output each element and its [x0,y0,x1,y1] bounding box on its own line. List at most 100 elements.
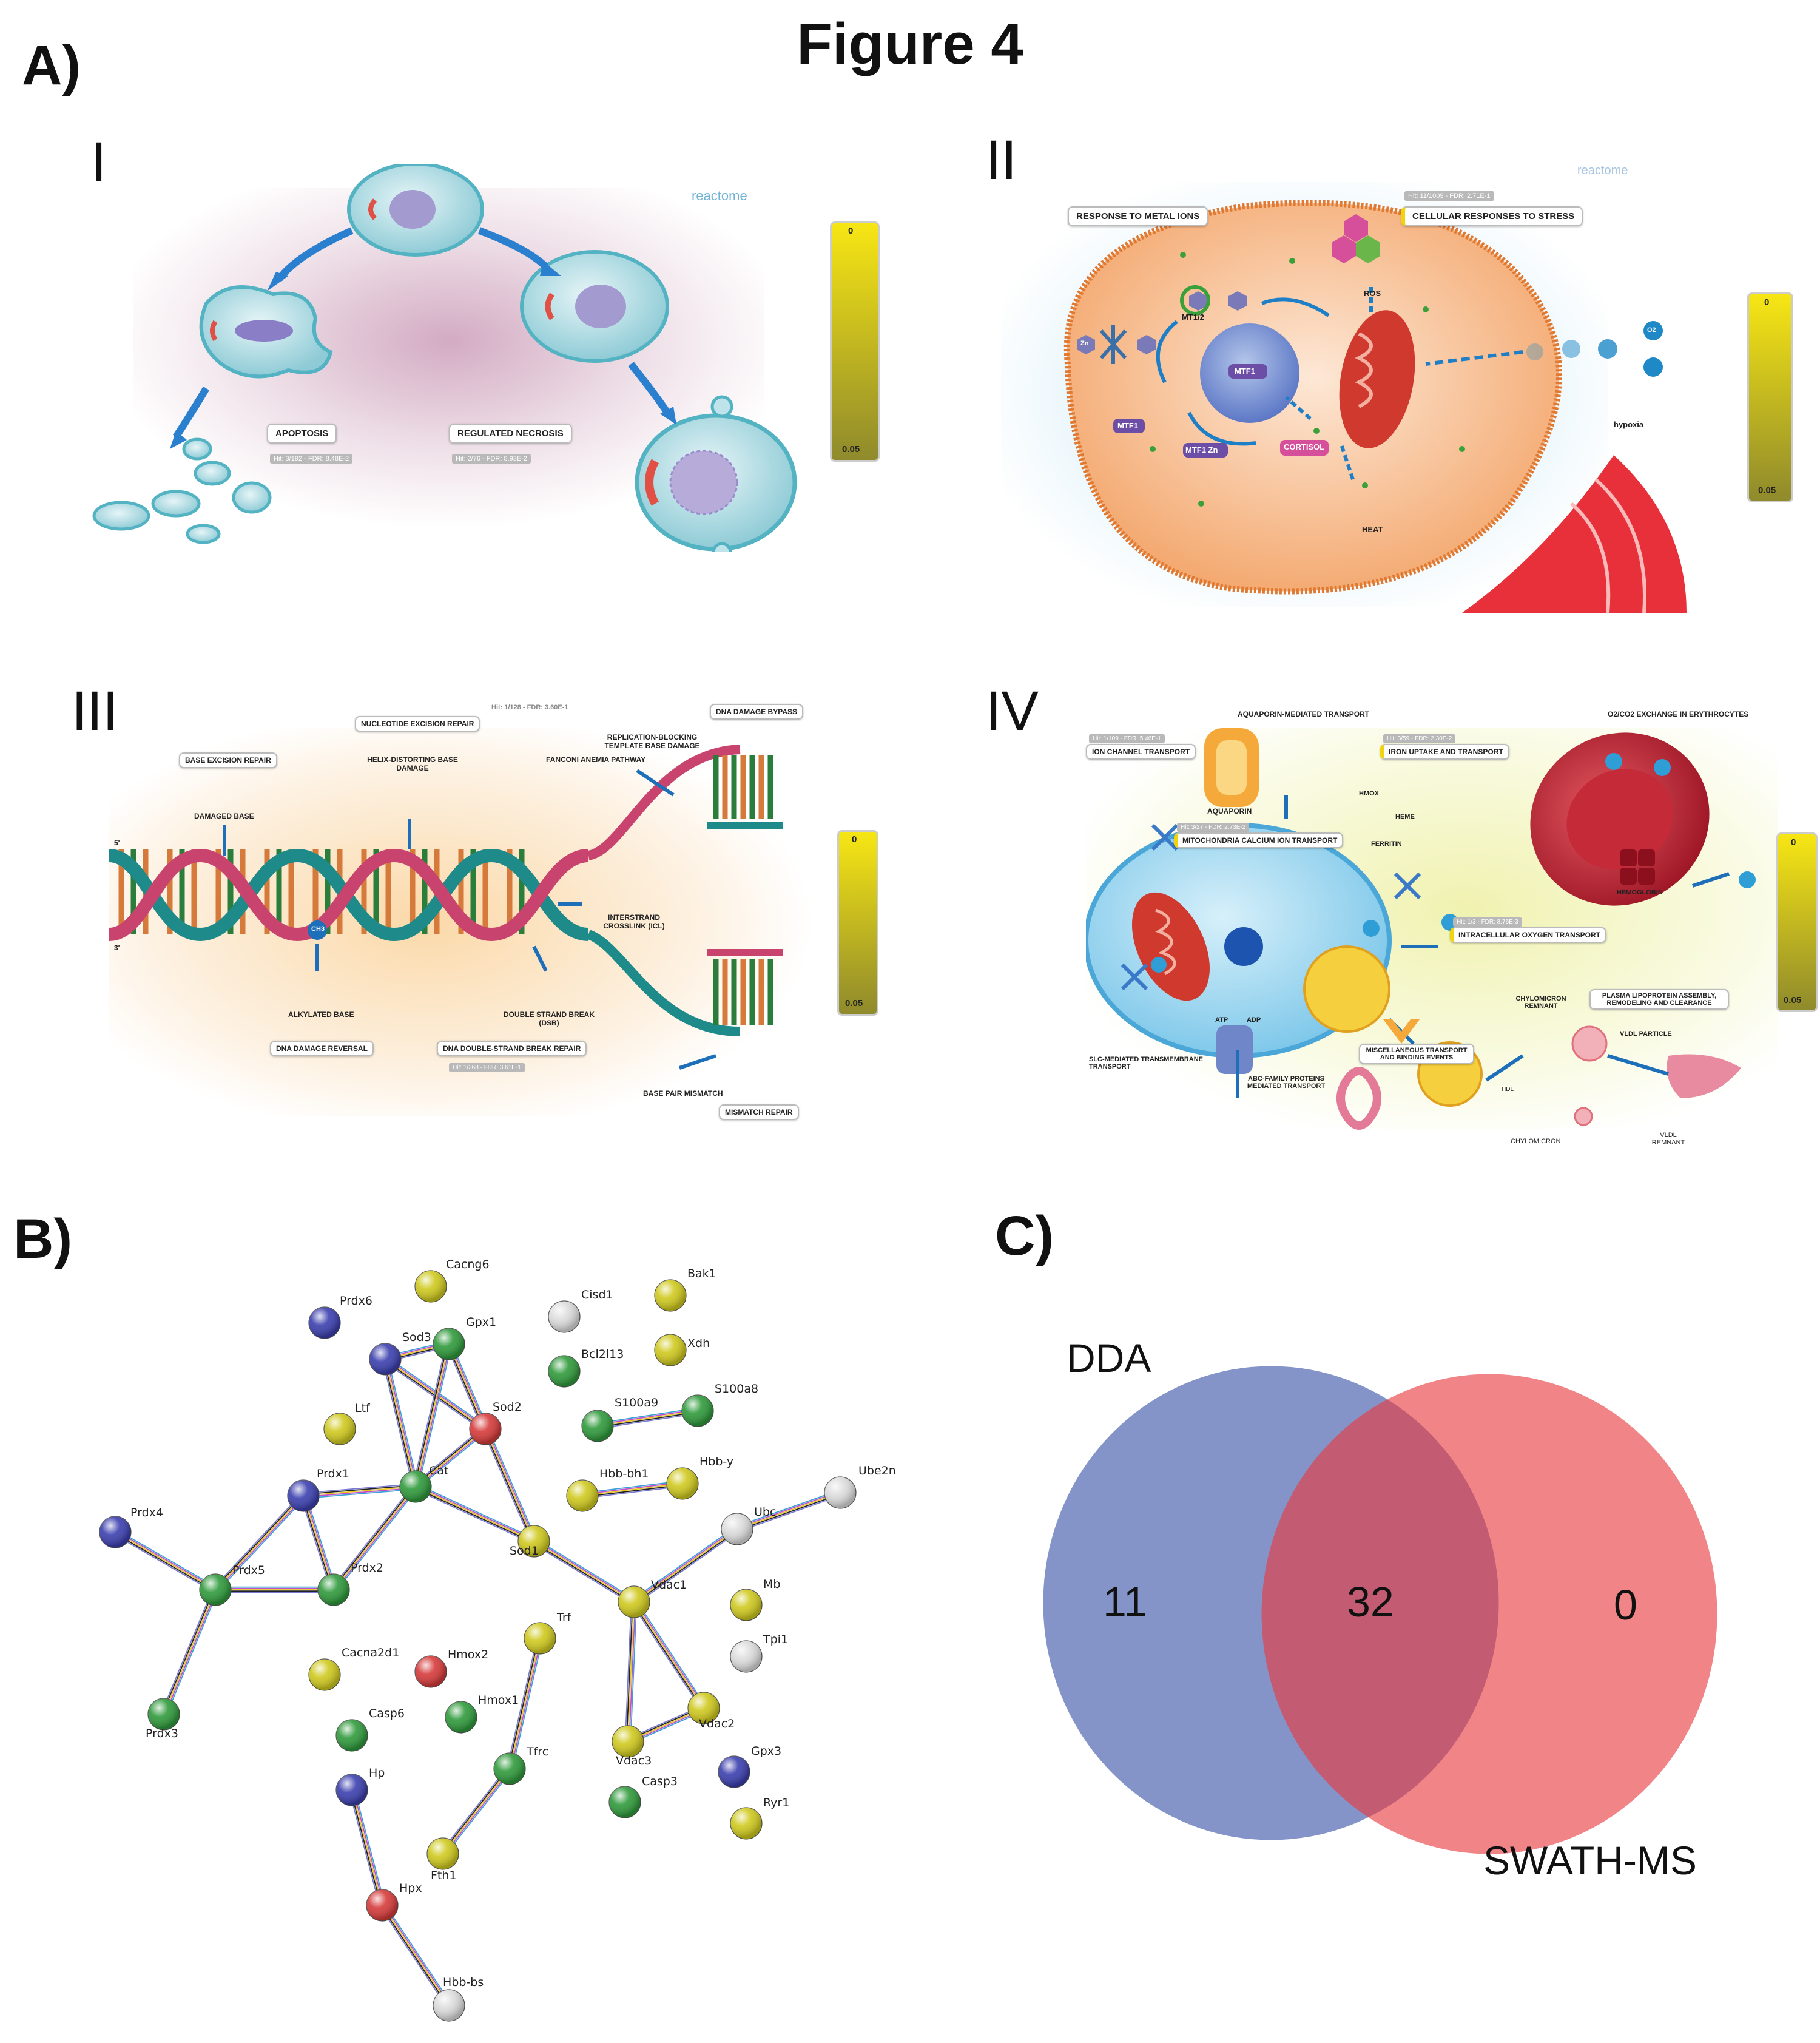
transition-arrows [173,227,670,439]
network-node-sod1[interactable]: Sod1 [510,1525,550,1558]
network-node-hmox1[interactable]: Hmox1 [445,1693,519,1734]
edge-line [534,1539,635,1601]
edge-line [302,1496,333,1590]
network-node-bak1[interactable]: Bak1 [654,1267,716,1312]
network-node-ube2n[interactable]: Ube2n [824,1464,896,1509]
network-node-tfrc[interactable]: Tfrc [493,1745,548,1785]
network-node-cacng6[interactable]: Cacng6 [414,1258,490,1303]
label-apoptosis: APOPTOSIS [267,424,337,444]
network-node-hpx[interactable]: Hpx [366,1882,422,1922]
network-node-vdac2[interactable]: Vdac2 [687,1692,735,1731]
network-node-prdx2[interactable]: Prdx2 [317,1561,383,1606]
label-aquaporin: AQUAPORIN [1207,807,1252,816]
edge-line [633,1527,737,1601]
edge-line [215,1495,304,1590]
edge-line [416,1344,451,1487]
node-shine [612,1726,644,1757]
network-node-hp[interactable]: Hp [335,1766,385,1806]
edge-line [303,1488,416,1499]
node-shine [730,1808,762,1839]
network-node-s100a9[interactable]: S100a9 [581,1396,658,1442]
upper-fork-strand [587,745,741,860]
edge-line [634,1530,738,1604]
network-node-ryr1[interactable]: Ryr1 [730,1796,789,1840]
network-node-ubc[interactable]: Ubc [721,1505,776,1545]
nucleus [1224,927,1263,966]
network-node-ltf[interactable]: Ltf [323,1402,371,1445]
network-node-sod3[interactable]: Sod3 [369,1331,431,1376]
network-edge-hp-hpx [348,1789,386,1906]
edge-line [385,1359,486,1430]
edge-line [482,1430,532,1543]
network-node-s100a8[interactable]: S100a8 [681,1382,758,1427]
network-node-cacna2d1[interactable]: Cacna2d1 [308,1646,399,1691]
metal-ion-response-illustration [1001,182,1687,613]
label-iron-uptake-name: IRON UPTAKE AND TRANSPORT [1389,748,1503,756]
network-node-trf[interactable]: Trf [524,1611,572,1655]
network-edge-ubc-ube2n [736,1490,841,1532]
edge-line [415,1343,450,1487]
node-label: Vdac2 [699,1717,735,1731]
network-node-sod2[interactable]: Sod2 [469,1400,522,1445]
label-heme: HEME [1395,813,1415,820]
network-node-gpx1[interactable]: Gpx1 [433,1315,496,1360]
node-shine [336,1720,368,1751]
network-node-cisd1[interactable]: Cisd1 [548,1288,613,1333]
network-node-casp6[interactable]: Casp6 [335,1707,405,1752]
network-node-mb[interactable]: Mb [730,1578,780,1621]
network-node-hbb-y[interactable]: Hbb-y [666,1455,733,1500]
network-node-hbb-bh1[interactable]: Hbb-bh1 [566,1467,649,1512]
node-shine [309,1307,340,1339]
network-node-prdx5[interactable]: Prdx5 [199,1564,265,1606]
network-node-prdx3[interactable]: Prdx3 [146,1698,180,1740]
node-shine [427,1838,459,1869]
network-node-vdac1[interactable]: Vdac1 [618,1578,687,1618]
network-node-hmox2[interactable]: Hmox2 [414,1648,488,1688]
membrane-transporter [1099,325,1127,364]
network-node-hbb-bs[interactable]: Hbb-bs [433,1976,484,2022]
fork-rungs-orange [722,755,764,1025]
subpanel-ii-scale-top: 0 [1764,297,1770,308]
node-label: Vdac1 [651,1578,687,1592]
edge-line [736,1490,840,1527]
edge-line [630,1602,638,1742]
label-mito-ca-stats: Hit: 3/27 - FDR: 2.73E-2 [1177,823,1250,832]
node-label: Fth1 [431,1869,457,1882]
edge-line [417,1344,453,1488]
edge-line [383,1903,452,2005]
label-plasma-lipoprotein: PLASMA LIPOPROTEIN ASSEMBLY, REMODELING … [1589,989,1729,1010]
network-node-gpx3[interactable]: Gpx3 [718,1744,781,1788]
edge-line [166,1590,218,1716]
network-node-casp3[interactable]: Casp3 [608,1775,678,1818]
network-edge-trf-tfrc [506,1637,544,1770]
node-label: Sod3 [402,1331,431,1344]
network-node-prdx1[interactable]: Prdx1 [287,1467,349,1512]
edge-line [350,1790,382,1906]
network-node-prdx6[interactable]: Prdx6 [308,1294,372,1339]
network-node-fth1[interactable]: Fth1 [426,1837,459,1882]
label-cellular-stress: CELLULAR RESPONSES TO STRESS [1401,206,1583,226]
network-node-cat[interactable]: Cat [399,1464,448,1503]
label-aquaporin-mediated: AQUAPORIN-MEDIATED TRANSPORT [1238,710,1370,718]
network-edge-hbb-bh1-hbb-y [582,1480,683,1499]
edge-line [380,1905,448,2007]
network-node-tpi1[interactable]: Tpi1 [730,1633,788,1673]
label-dsb: DOUBLE STRAND BREAK (DSB) [504,1010,595,1027]
edge-line [509,1638,541,1769]
network-node-xdh[interactable]: Xdh [654,1334,710,1366]
network-node-vdac3[interactable]: Vdac3 [612,1725,652,1768]
edge-line [115,1531,216,1590]
network-node-prdx4[interactable]: Prdx4 [99,1506,163,1548]
edge-line [304,1495,335,1590]
node-shine [99,1516,131,1548]
node-label: Sod2 [493,1400,522,1414]
reactome-brand-ii: reactome [1577,164,1628,177]
dna-strand-pink [108,848,590,942]
ros-molecules [1332,214,1380,263]
venn-set-swath-ms [1261,1374,1717,1854]
label-replication-blocking: REPLICATION-BLOCKING TEMPLATE BASE DAMAG… [604,733,700,750]
label-fanconi: FANCONI ANEMIA PATHWAY [546,755,646,764]
label-intracellular-o2-name: INTRACELLULAR OXYGEN TRANSPORT [1458,931,1600,939]
network-node-bcl2l13[interactable]: Bcl2l13 [548,1348,624,1388]
